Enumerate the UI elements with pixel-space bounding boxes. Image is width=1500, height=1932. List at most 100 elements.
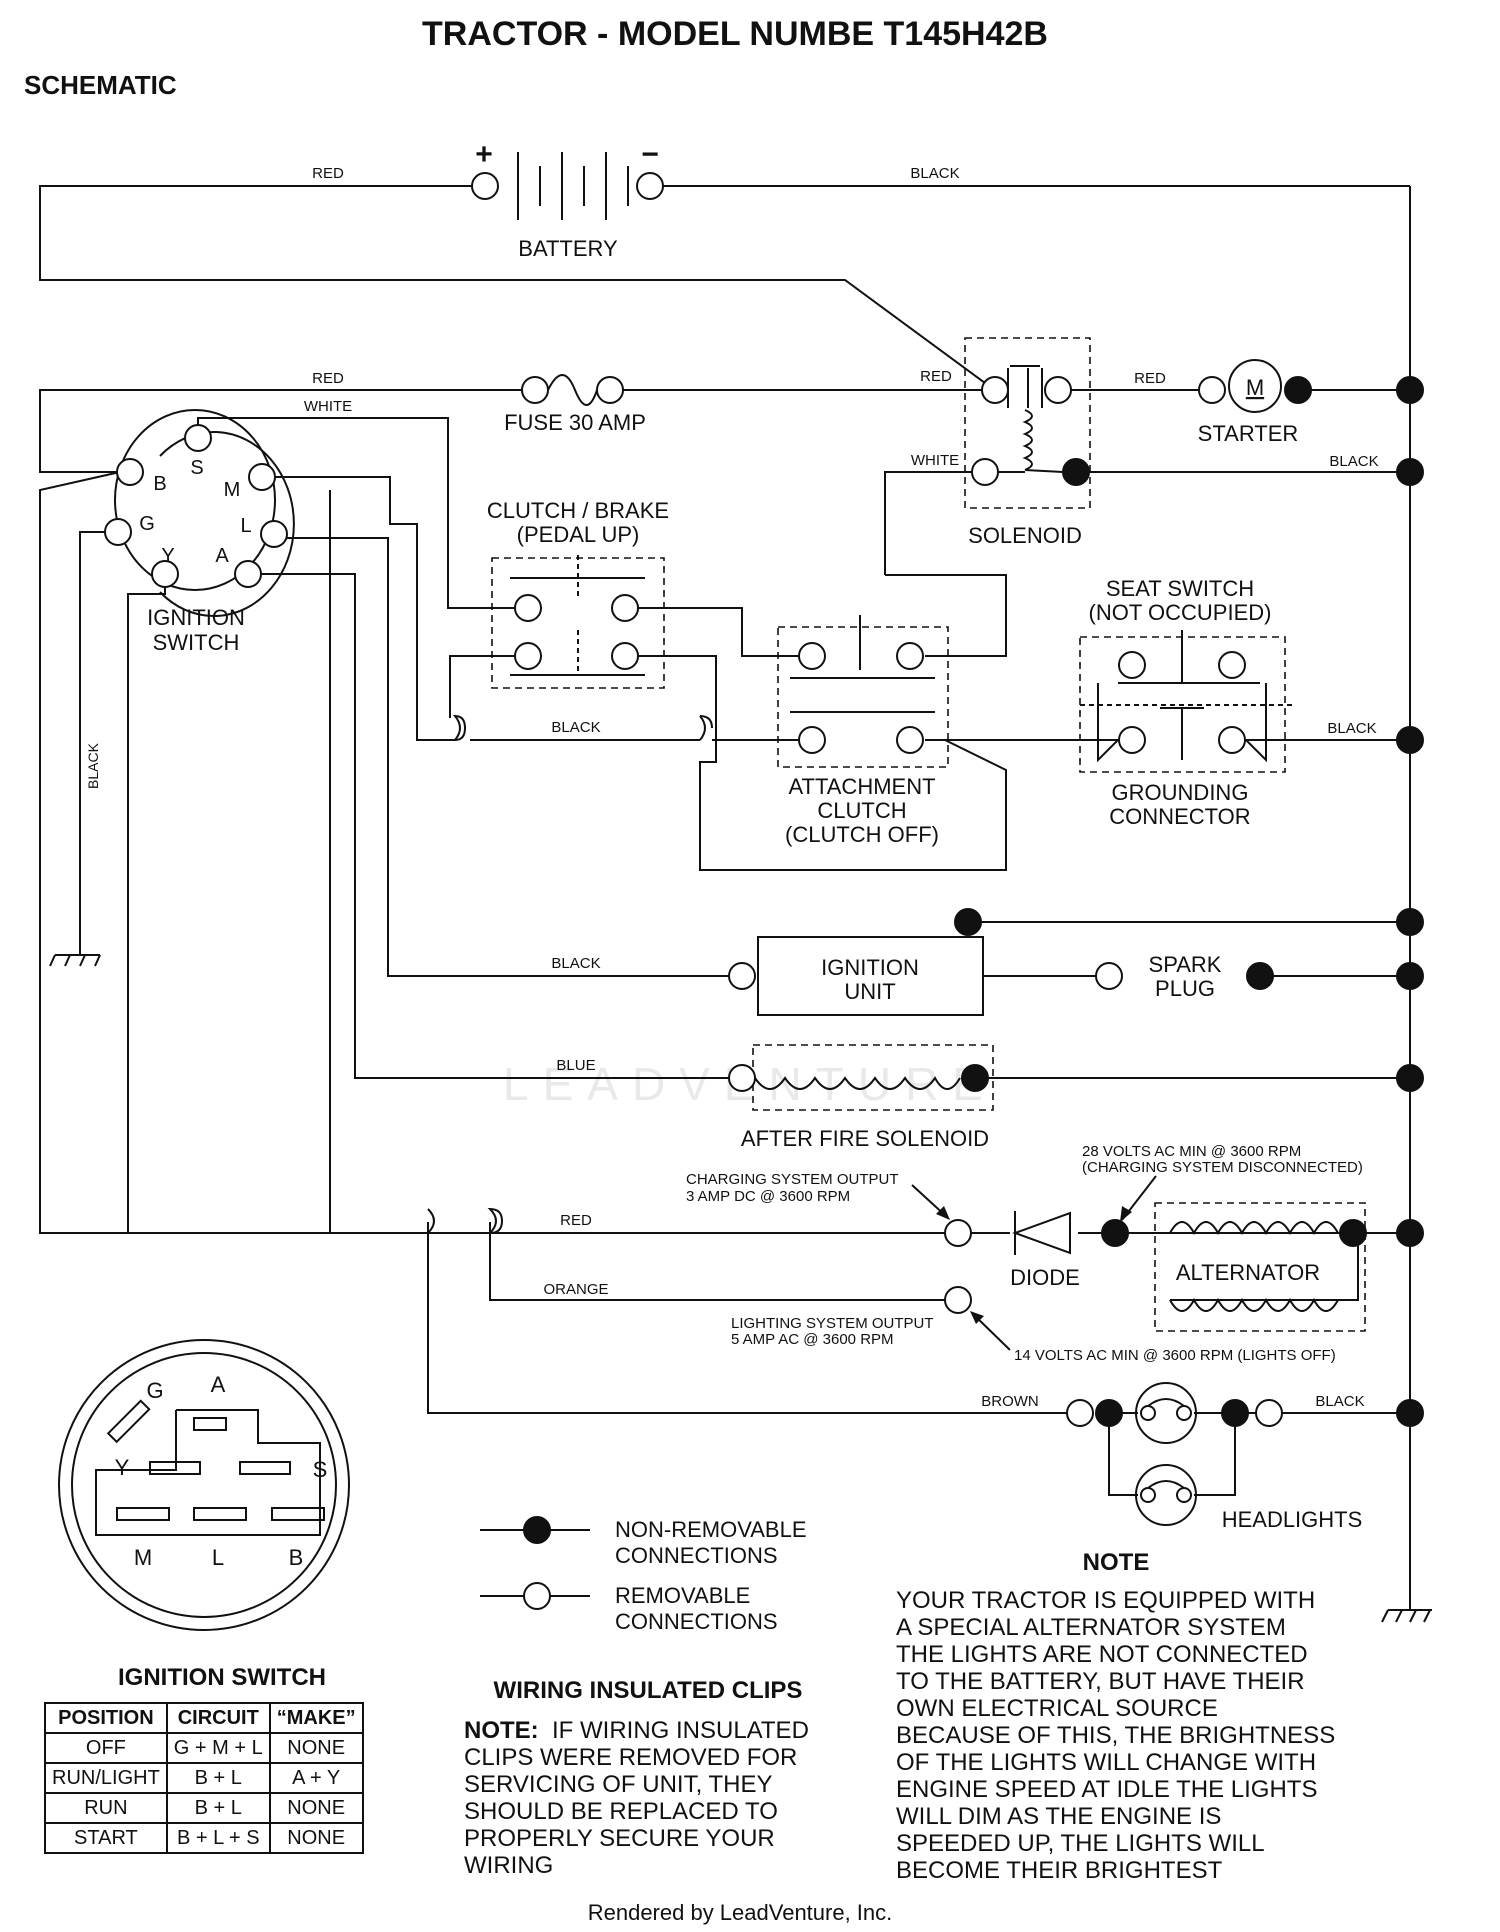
- legend-nonremovable-2: CONNECTIONS: [615, 1543, 778, 1568]
- wire-label-black-top: BLACK: [910, 165, 959, 182]
- note-line-6: BECAUSE OF THIS, THE BRIGHTNESS: [896, 1722, 1335, 1749]
- face-terminal-g: G: [146, 1378, 163, 1403]
- note-line-9: WILL DIM AS THE ENGINE IS: [896, 1803, 1221, 1830]
- table-cell: RUN: [44, 1792, 168, 1824]
- note-line-1: YOUR TRACTOR IS EQUIPPED WITH: [896, 1587, 1315, 1614]
- terminal-b-label: B: [153, 473, 166, 495]
- note-line-2: A SPECIAL ALTERNATOR SYSTEM: [896, 1614, 1286, 1641]
- wire-label-white-top: WHITE: [304, 398, 352, 415]
- fuse-label: FUSE 30 AMP: [504, 410, 646, 435]
- starter-motor: M STARTER: [1198, 359, 1312, 446]
- wire-label-red-charge: RED: [560, 1212, 592, 1229]
- table-cell: RUN/LIGHT: [44, 1762, 168, 1794]
- terminal-s-label: S: [190, 457, 203, 479]
- face-terminal-m: M: [134, 1545, 152, 1570]
- legend-removable-2: CONNECTIONS: [615, 1609, 778, 1634]
- wire-label-red-top: RED: [312, 165, 344, 182]
- table-row: OFF G + M + L NONE: [44, 1732, 364, 1764]
- left-ground-symbol: [49, 944, 101, 967]
- wire-label-orange: ORANGE: [543, 1281, 608, 1298]
- terminal-m-label: M: [224, 479, 241, 501]
- terminal-g-label: G: [139, 513, 155, 535]
- note-line-4: TO THE BATTERY, BUT HAVE THEIR: [896, 1668, 1305, 1695]
- lighting-annotation: LIGHTING SYSTEM OUTPUT 5 AMP AC @ 3600 R…: [731, 1315, 934, 1348]
- ignition-switch-label-1: IGNITION: [147, 605, 245, 630]
- headlights: HEADLIGHTS: [1066, 1382, 1363, 1532]
- seat-switch-label-1: SEAT SWITCH: [1106, 576, 1254, 601]
- solenoid: SOLENOID: [964, 337, 1091, 548]
- grounding-label-2: CONNECTOR: [1109, 804, 1250, 829]
- clutch-brake-label-1: CLUTCH / BRAKE: [487, 498, 669, 523]
- battery-plus-sign: +: [475, 138, 493, 171]
- ignition-unit: IGNITION UNIT SPARK PLUG: [728, 908, 1274, 1016]
- face-terminal-y: Y: [115, 1455, 130, 1480]
- clips-line-4: SHOULD BE REPLACED TO: [464, 1798, 778, 1825]
- alternator-note: NOTE YOUR TRACTOR IS EQUIPPED WITH A SPE…: [896, 1549, 1335, 1884]
- ignition-unit-label-1: IGNITION: [821, 955, 919, 980]
- footer-credit: Rendered by LeadVenture, Inc.: [588, 1900, 893, 1925]
- wire-label-blue: BLUE: [556, 1057, 595, 1074]
- lighting-output-line-1: LIGHTING SYSTEM OUTPUT: [731, 1315, 934, 1332]
- diode: DIODE: [944, 1211, 1129, 1290]
- face-terminal-s: S: [313, 1457, 328, 1482]
- voltage-28-line-1: 28 VOLTS AC MIN @ 3600 RPM: [1082, 1143, 1301, 1160]
- wire-label-black-left: BLACK: [85, 742, 101, 789]
- battery: + − BATTERY: [471, 138, 664, 261]
- table-cell: A + Y: [268, 1762, 364, 1794]
- table-header-circuit: CIRCUIT: [165, 1702, 271, 1734]
- clips-title: WIRING INSULATED CLIPS: [494, 1677, 803, 1704]
- note-line-5: OWN ELECTRICAL SOURCE: [896, 1695, 1218, 1722]
- legend: NON-REMOVABLE CONNECTIONS REMOVABLE CONN…: [480, 1516, 807, 1634]
- table-cell: NONE: [268, 1792, 364, 1824]
- fuse: FUSE 30 AMP: [504, 374, 646, 435]
- table-row: RUN/LIGHT B + L A + Y: [44, 1762, 364, 1794]
- wire-label-black-solenoid: BLACK: [1329, 453, 1378, 470]
- voltage-14-annotation: 14 VOLTS AC MIN @ 3600 RPM (LIGHTS OFF): [970, 1311, 1336, 1364]
- alternator-label: ALTERNATOR: [1176, 1260, 1320, 1285]
- clutch-brake-label-2: (PEDAL UP): [517, 522, 640, 547]
- terminal-a-label: A: [215, 545, 229, 567]
- charging-output-line-2: 3 AMP DC @ 3600 RPM: [686, 1188, 850, 1205]
- note-line-7: OF THE LIGHTS WILL CHANGE WITH: [896, 1749, 1316, 1776]
- terminal-l-label: L: [240, 515, 251, 537]
- clips-note-label: NOTE:: [464, 1717, 539, 1744]
- charging-annotation: CHARGING SYSTEM OUTPUT 3 AMP DC @ 3600 R…: [686, 1171, 950, 1220]
- table-row: RUN B + L NONE: [44, 1792, 364, 1824]
- attach-clutch-label-2: CLUTCH: [817, 798, 906, 823]
- starter-label: STARTER: [1198, 421, 1299, 446]
- table-cell: B + L: [165, 1762, 271, 1794]
- face-terminal-b: B: [289, 1545, 304, 1570]
- clips-line-5: PROPERLY SECURE YOUR: [464, 1825, 775, 1852]
- legend-removable-1: REMOVABLE: [615, 1583, 750, 1608]
- battery-positive-terminal: [471, 172, 499, 200]
- table-cell: B + L + S: [165, 1822, 271, 1854]
- ignition-switch-schematic: B S M G L Y A IGNITION SWITCH: [104, 409, 295, 655]
- spark-plug-label-1: SPARK: [1149, 952, 1222, 977]
- ignition-switch-face: G A Y S M L B: [58, 1339, 350, 1631]
- wire-label-black-seat: BLACK: [1327, 720, 1376, 737]
- wire-label-red-fuse: RED: [312, 370, 344, 387]
- battery-label: BATTERY: [518, 236, 618, 261]
- table-header-row: POSITION CIRCUIT “MAKE”: [44, 1702, 364, 1734]
- wire-label-black-ignition: BLACK: [551, 955, 600, 972]
- voltage-14-line: 14 VOLTS AC MIN @ 3600 RPM (LIGHTS OFF): [1014, 1347, 1336, 1364]
- diode-label: DIODE: [1010, 1265, 1080, 1290]
- clips-line-6: WIRING: [464, 1852, 553, 1879]
- headlights-label: HEADLIGHTS: [1222, 1507, 1363, 1532]
- lighting-output-line-2: 5 AMP AC @ 3600 RPM: [731, 1331, 894, 1348]
- wire-labels: RED BLACK RED WHITE RED RED WHITE BLACK …: [85, 165, 1379, 1410]
- note-title: NOTE: [1083, 1549, 1150, 1576]
- ignition-switch-label-2: SWITCH: [153, 630, 240, 655]
- attach-clutch-label-3: (CLUTCH OFF): [785, 822, 939, 847]
- wiring-clips-note: WIRING INSULATED CLIPS NOTE: IF WIRING I…: [464, 1677, 809, 1879]
- table-cell: OFF: [44, 1732, 168, 1764]
- note-line-8: ENGINE SPEED AT IDLE THE LIGHTS: [896, 1776, 1317, 1803]
- wire-label-white-solenoid: WHITE: [911, 452, 959, 469]
- table-cell: NONE: [268, 1822, 364, 1854]
- clutch-brake-switch: CLUTCH / BRAKE (PEDAL UP): [487, 498, 669, 689]
- ground-rail-junctions: [1396, 376, 1424, 1427]
- clips-line-3: SERVICING OF UNIT, THEY: [464, 1771, 773, 1798]
- battery-minus-sign: −: [641, 138, 659, 171]
- schematic-label: SCHEMATIC: [24, 70, 177, 100]
